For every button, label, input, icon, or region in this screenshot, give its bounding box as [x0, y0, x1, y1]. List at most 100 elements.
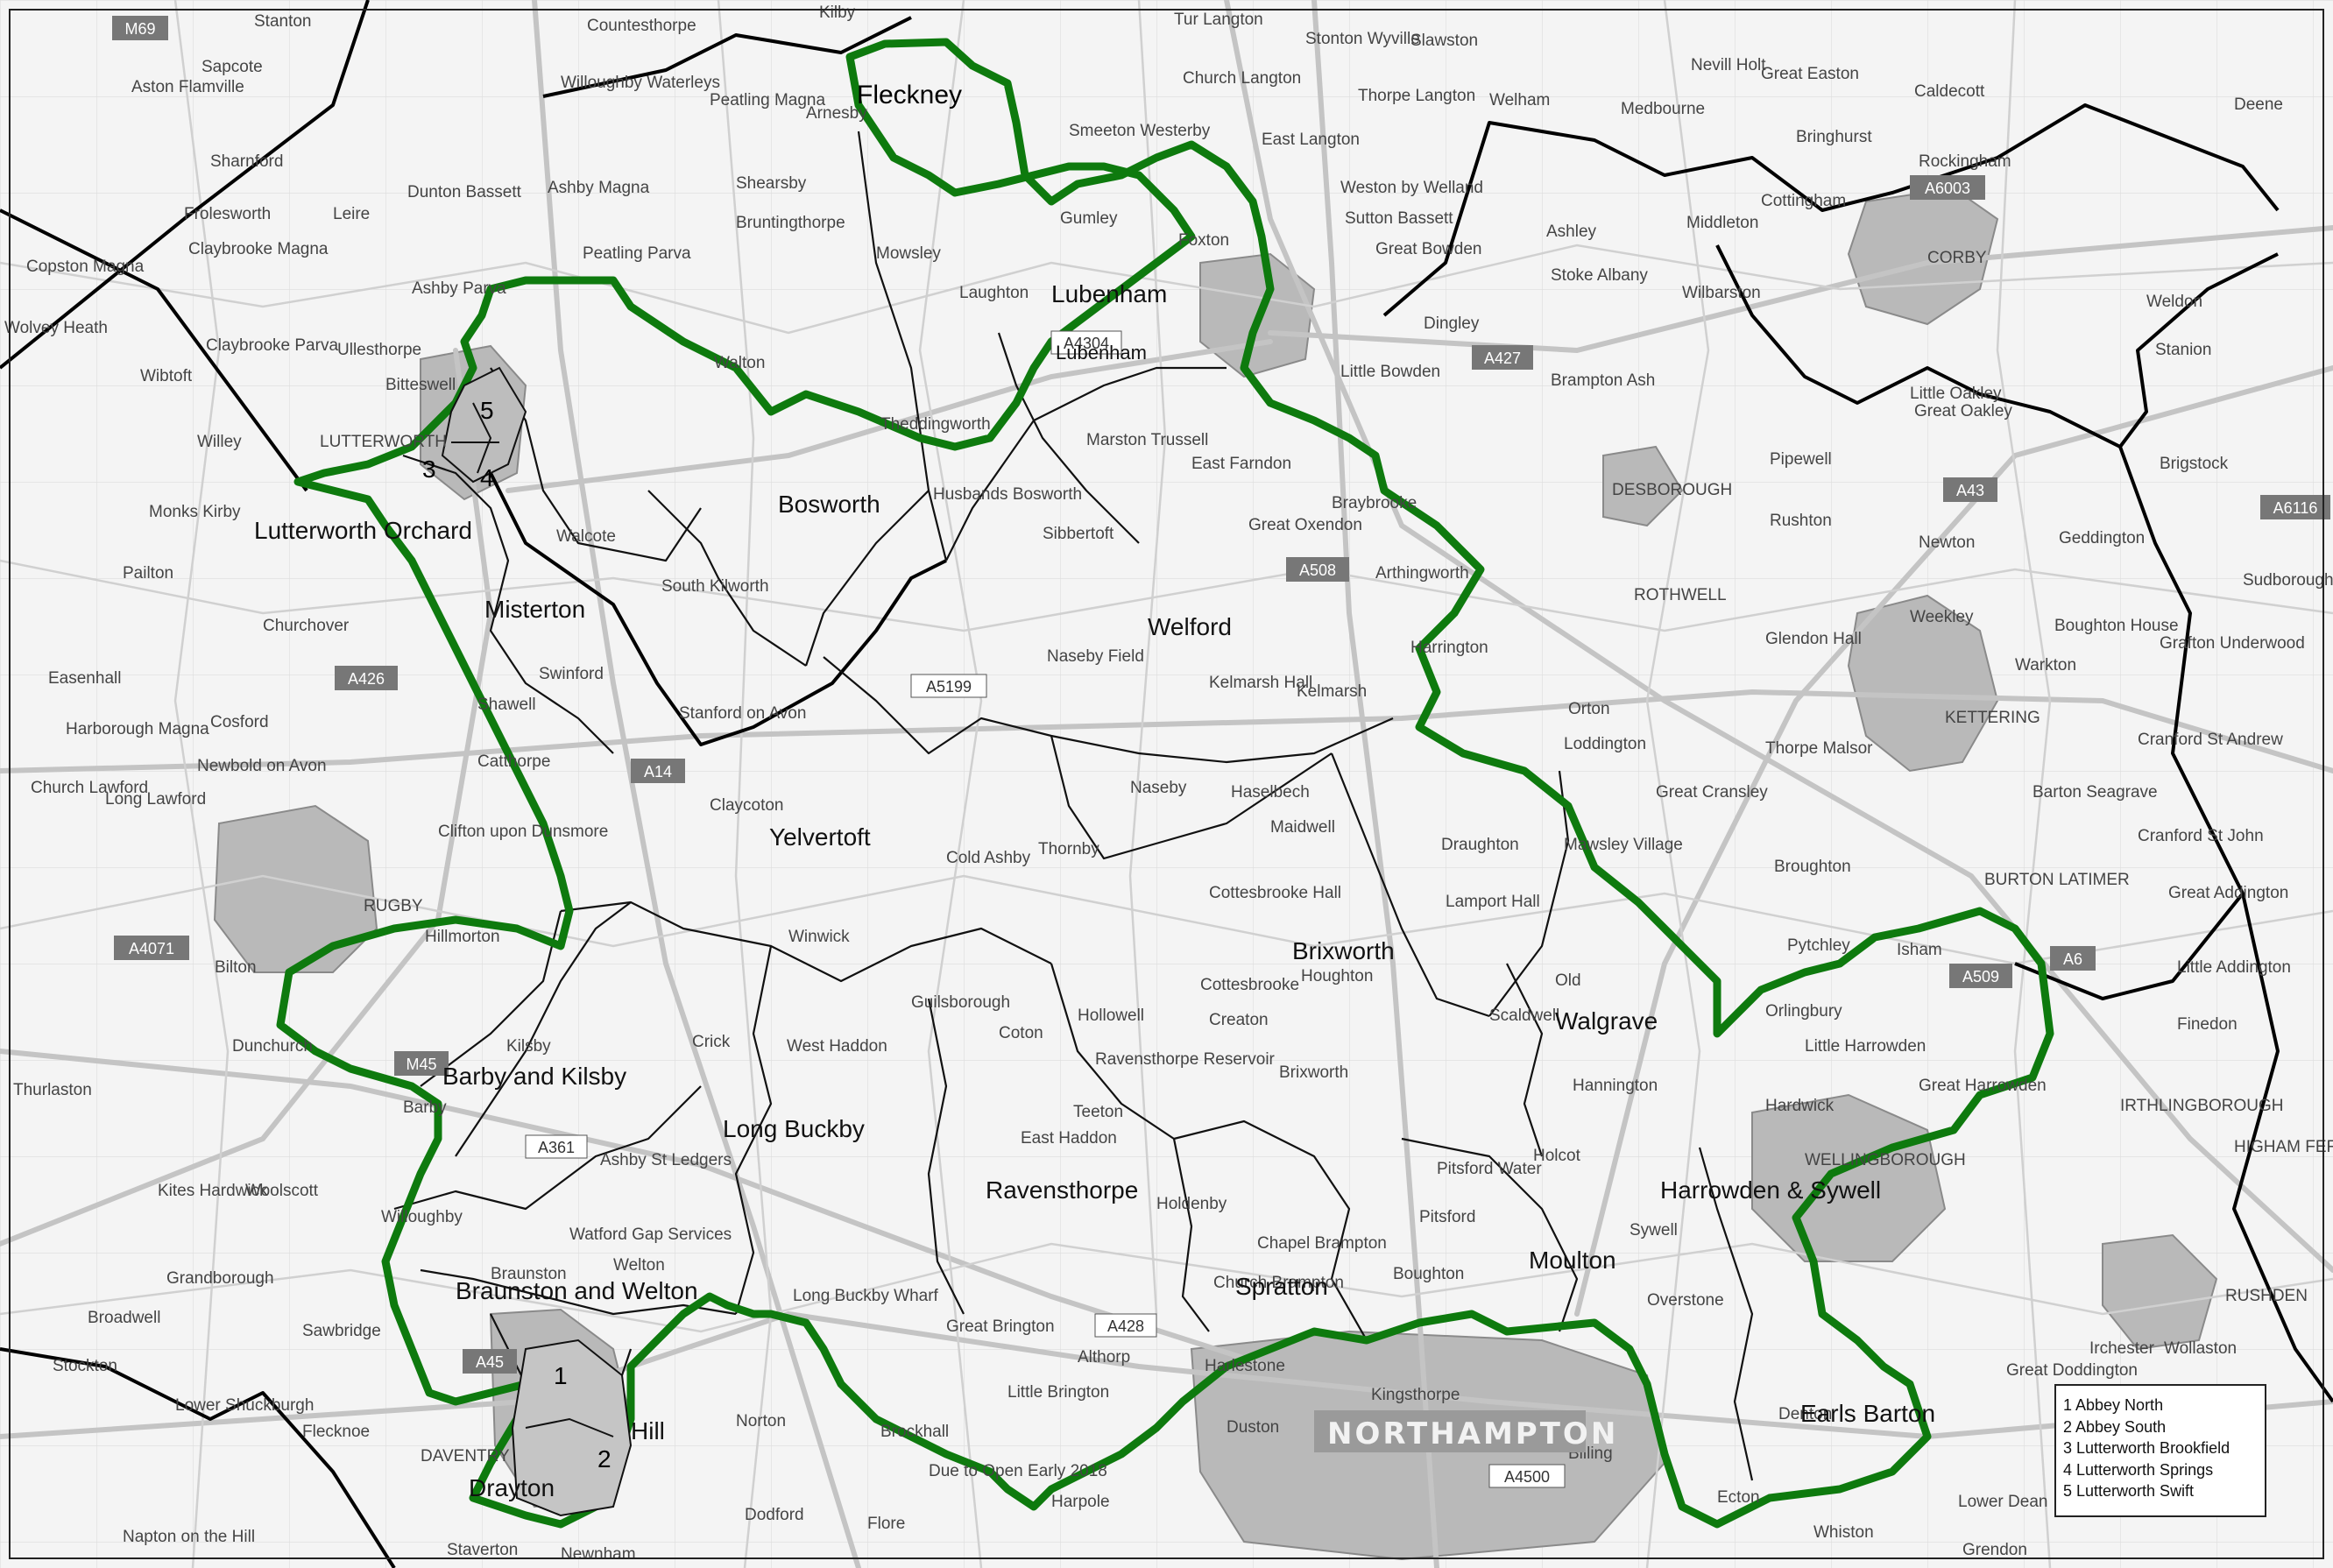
town-label: Harborough Magna	[66, 720, 209, 738]
town-label: Great Bowden	[1375, 240, 1481, 258]
town-label: LUTTERWORTH	[320, 433, 447, 451]
town-label: Kelmarsh	[1297, 682, 1367, 701]
town-label: Deene	[2234, 95, 2283, 114]
town-label: Long Lawford	[105, 790, 206, 809]
road-a427	[1268, 225, 2333, 354]
ward-number-3: 3	[422, 456, 436, 483]
town-label: Cottesbrooke Hall	[1209, 884, 1341, 902]
town-label: Foxton	[1178, 231, 1229, 250]
town-label: Theddingworth	[880, 415, 991, 434]
ward-label-lutterworth-orchard: Lutterworth Orchard	[254, 517, 472, 544]
town-label: Bilton	[215, 958, 257, 977]
svg-text:A4500: A4500	[1504, 1468, 1550, 1486]
town-label: Willoughby	[381, 1208, 463, 1226]
town-label: Newnham	[561, 1545, 636, 1564]
town-label: Wollaston	[2164, 1339, 2237, 1358]
town-label: Clifton upon Dunsmore	[438, 823, 608, 841]
town-label: Marston Trussell	[1086, 431, 1208, 449]
svg-text:A6116: A6116	[2273, 499, 2318, 517]
legend-item: 2 Abbey South	[2063, 1417, 2167, 1436]
town-label: Thorpe Malsor	[1765, 739, 1873, 758]
road-badges: M69 A427 A4304 A508 A426 A14 A5199 A43 A…	[112, 16, 2330, 1488]
town-label: Little Harrowden	[1805, 1037, 1926, 1056]
ward-label-braunston-welton: Braunston and Welton	[456, 1277, 698, 1304]
town-label: Arthingworth	[1375, 564, 1469, 583]
town-label: Brigstock	[2160, 455, 2229, 473]
county-boundary-northwest	[0, 208, 308, 492]
town-label: Stoke Albany	[1551, 266, 1648, 285]
town-label: Little Bowden	[1340, 363, 1440, 381]
svg-text:A427: A427	[1484, 350, 1521, 367]
town-label: Wilbarston	[1682, 284, 1761, 302]
town-label: Kilsby	[506, 1037, 551, 1056]
town-label: Great Oakley	[1914, 402, 2012, 420]
road-badge-a428: A428	[1094, 1313, 1157, 1338]
town-label: Teeton	[1073, 1103, 1123, 1121]
town-label: Arnesby	[806, 104, 867, 123]
legend-item: 4 Lutterworth Springs	[2063, 1460, 2214, 1479]
town-label: Stanton	[254, 12, 312, 31]
minor-road	[173, 0, 230, 1568]
ward-boundary	[647, 490, 807, 667]
town-label: Claycoton	[710, 796, 784, 815]
town-label: Cranford St John	[2138, 827, 2264, 845]
town-label: Smeeton Westerby	[1069, 122, 1211, 140]
ward-label-ravensthorpe: Ravensthorpe	[986, 1176, 1138, 1204]
town-label: Whiston	[1813, 1523, 1874, 1542]
town-label: Harrington	[1410, 639, 1488, 657]
town-label: Holdenby	[1156, 1195, 1227, 1213]
town-label: Thurlaston	[13, 1081, 92, 1099]
town-label: Rushton	[1770, 512, 1832, 530]
town-label: Ravensthorpe Reservoir	[1095, 1050, 1276, 1069]
town-label: Leire	[333, 205, 370, 223]
town-label: Ullesthorpe	[337, 341, 421, 359]
ward-label-brixworth: Brixworth	[1292, 937, 1395, 964]
town-label: Kelmarsh Hall	[1209, 674, 1312, 692]
road-a43	[1574, 365, 2333, 1317]
town-label: Ashby Parva	[412, 279, 506, 298]
svg-text:A4304: A4304	[1064, 335, 1109, 352]
town-label: Catthorpe	[477, 752, 550, 771]
town-label: Willoughby Waterleys	[561, 74, 720, 92]
town-label: Hardwick	[1765, 1097, 1835, 1115]
town-label: Ashley	[1546, 222, 1597, 241]
urban-kettering	[1847, 594, 1999, 773]
town-label: Church Lawford	[31, 779, 148, 797]
town-label: Winwick	[788, 928, 850, 946]
ward-boundary	[560, 901, 1052, 983]
ward-boundary	[1401, 1137, 1579, 1332]
ward-number-legend: 1 Abbey North 2 Abbey South 3 Lutterwort…	[2054, 1384, 2266, 1517]
town-label: Barby	[403, 1098, 447, 1117]
town-label: Flore	[867, 1515, 905, 1533]
town-label: Weldon	[2146, 293, 2202, 311]
ward-number-5: 5	[480, 397, 494, 424]
minor-road	[1645, 0, 1710, 1568]
road-badge-a6116: A6116	[2260, 495, 2330, 519]
town-label: RUSHDEN	[2225, 1287, 2308, 1305]
town-label: Flecknoe	[302, 1423, 370, 1441]
town-label: Church Langton	[1183, 69, 1301, 88]
town-label: Husbands Bosworth	[933, 485, 1082, 504]
ward-boundary	[393, 1085, 702, 1211]
ward-label-hill: Hill	[631, 1417, 665, 1444]
ward-boundaries	[393, 131, 1754, 1481]
minor-road	[0, 244, 2333, 335]
road-badge-a4304: A4304	[1050, 330, 1122, 355]
town-label: Pailton	[123, 564, 173, 583]
ward-boundary	[734, 945, 773, 1315]
svg-text:A5199: A5199	[926, 678, 972, 696]
town-label: Thorpe Langton	[1358, 87, 1475, 105]
town-label: Sywell	[1630, 1221, 1678, 1240]
town-label: Brockhall	[880, 1423, 949, 1441]
town-label: Loddington	[1564, 735, 1646, 753]
town-label: Mowsley	[876, 244, 941, 263]
urban-desborough	[1602, 445, 1684, 527]
town-label: Grandborough	[166, 1269, 274, 1288]
town-label: Grendon	[1962, 1541, 2027, 1559]
town-label: Little Oakley	[1910, 385, 2002, 403]
county-boundary-far-east	[2232, 893, 2333, 1403]
town-label: WELLINGBOROUGH	[1805, 1151, 1966, 1169]
road-badge-a508: A508	[1286, 557, 1349, 582]
town-label: Laughton	[959, 284, 1029, 302]
town-label: BURTON LATIMER	[1984, 871, 2130, 889]
